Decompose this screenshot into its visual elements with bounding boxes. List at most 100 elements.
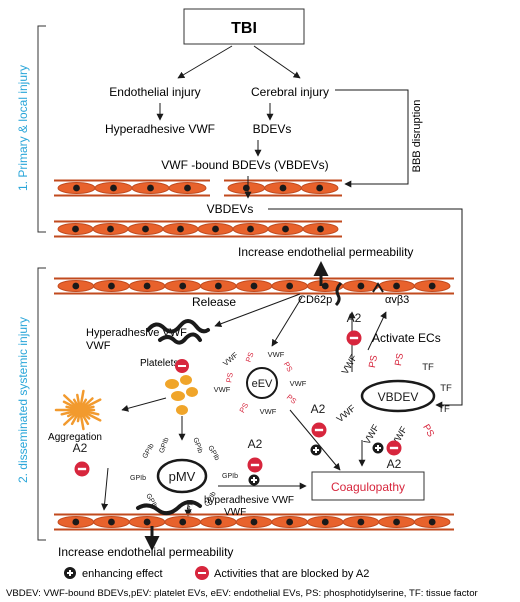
eev-marker-ps: PS <box>282 360 295 373</box>
a2-label: A2 <box>248 437 263 451</box>
pmv-marker-gpib: GPIb <box>206 445 220 462</box>
cell-nucleus <box>357 282 365 290</box>
legend-enhancing-label: enhancing effect <box>82 568 163 580</box>
hyperadhesive-vwf-left-label-2: VWF <box>86 340 111 352</box>
bbb-disruption-label: BBB disruption <box>411 100 423 173</box>
vbdevs-label: VBDEVs <box>207 202 254 216</box>
systemic-section-label: 2. disseminated systemic injury <box>16 317 30 483</box>
activate-ecs-label: Activate ECs <box>372 331 441 345</box>
cell-nucleus <box>250 518 258 526</box>
hyperadhesive-vwf-bottom-label-2: VWF <box>224 507 246 518</box>
endothelial-layer-systemic <box>54 277 454 295</box>
cerebral-injury-label: Cerebral injury <box>251 85 329 99</box>
cell-nucleus <box>321 518 329 526</box>
coagulopathy-label: Coagulopathy <box>331 480 405 494</box>
cell-nucleus <box>73 184 80 192</box>
increase-permeability-bottom-label: Increase endothelial permeability <box>58 545 233 559</box>
cell-nucleus <box>321 282 329 290</box>
block-icon-bar <box>389 446 399 450</box>
vbdev-membrane <box>360 379 436 413</box>
aggregation-core <box>74 404 86 416</box>
cell-nucleus <box>393 518 400 526</box>
cell-nucleus <box>250 282 258 290</box>
a2-label: A2 <box>311 402 326 416</box>
cell-nucleus <box>143 282 151 290</box>
cell-nucleus <box>357 518 365 526</box>
eev-marker-vwf: VWF <box>214 385 231 394</box>
endothelial-layer-middle <box>54 220 342 238</box>
cell-nucleus <box>242 184 250 192</box>
cell-nucleus <box>143 518 151 526</box>
release-label: Release <box>192 295 236 309</box>
block-icon-bar <box>349 336 359 340</box>
vbdev-marker-ps: PS <box>393 352 406 366</box>
cell-nucleus <box>184 184 191 192</box>
eev-membrane <box>246 367 278 399</box>
legend-blocked-symbol <box>195 566 209 580</box>
coagulopathy-box <box>311 471 425 501</box>
eev-marker-ps: PS <box>224 372 235 383</box>
tbi-label: TBI <box>231 20 257 37</box>
pmv-marker-gpib: GPIb <box>130 475 146 482</box>
arrow-tbi-cerebral <box>253 45 301 79</box>
pmv-marker-gpib: GPIb <box>142 443 156 460</box>
endothelial-layer-upper <box>54 179 342 197</box>
increase-permeability-top-label: Increase endothelial permeability <box>238 245 413 259</box>
arrow-platelets-aggregation <box>121 397 167 412</box>
footnote: VBDEV: VWF-bound BDEVs,pEV: platelet EVs… <box>6 588 479 599</box>
avb3-receptor <box>372 282 384 293</box>
block-symbol-platelets <box>175 359 189 373</box>
plus-icon-bar <box>315 447 317 453</box>
cell-nucleus <box>110 184 117 192</box>
bdevs-label: BDEVs <box>253 122 292 136</box>
vwf-squiggle-bottom <box>136 500 202 516</box>
endothelial-layer-bottom <box>54 513 454 531</box>
vbdevs-systemic-path <box>268 208 463 409</box>
cell-nucleus <box>212 225 219 233</box>
vbdev-marker-ps: PS <box>367 354 380 368</box>
cell-nucleus <box>286 518 294 526</box>
arrow-tbi-endothelial <box>177 45 233 79</box>
vbdev-marker-tf: TF <box>438 404 450 415</box>
cell-nucleus <box>179 282 187 290</box>
platelets-label: Platelets <box>140 358 178 369</box>
a2-label: A2 <box>347 311 362 325</box>
aggregation-label: Aggregation <box>48 432 102 443</box>
cell-nucleus <box>282 225 289 233</box>
pmv-marker-gpib: GPIb <box>222 473 238 480</box>
cell-nucleus <box>247 225 254 233</box>
endothelial-injury-label: Endothelial injury <box>109 85 200 99</box>
vbdev-marker-tf: TF <box>440 383 452 394</box>
eev-marker-vwf: VWF <box>290 379 307 388</box>
plus-icon-bar <box>253 477 255 483</box>
cell-nucleus <box>72 518 80 526</box>
tbi-box <box>183 8 305 45</box>
eev-marker-ps: PS <box>285 392 298 405</box>
eev-marker-vwf: VWF <box>221 350 240 368</box>
cell-nucleus <box>177 225 184 233</box>
cell-nucleus <box>108 282 115 290</box>
cell-nucleus <box>316 184 324 192</box>
cell-nucleus <box>428 282 436 290</box>
pmv-marker-gpib: GPIb <box>191 437 203 454</box>
eev-label: eEV <box>252 378 273 390</box>
legend-enhancing-symbol <box>64 567 76 579</box>
block-icon-bar <box>314 428 324 432</box>
vbdev-marker-tf: TF <box>422 362 434 373</box>
pmv-marker-gpib: GPIb <box>186 499 196 516</box>
a2-label: A2 <box>73 441 88 455</box>
cell-nucleus <box>214 518 222 526</box>
cd62p-label: CD62p <box>298 294 332 306</box>
plus-icon-bar <box>377 445 379 451</box>
a2-label: A2 <box>387 457 402 471</box>
block-icon-bar <box>77 467 87 471</box>
eev-marker-vwf: VWF <box>260 407 277 416</box>
legend-blocked-label: Activities that are blocked by A2 <box>214 568 369 580</box>
systemic-section-bracket <box>37 267 46 541</box>
vbdevs-full-label: VWF -bound BDEVs (VBDEVs) <box>161 158 328 172</box>
cell-nucleus <box>142 225 149 233</box>
avb3-label: αvβ3 <box>385 294 409 306</box>
